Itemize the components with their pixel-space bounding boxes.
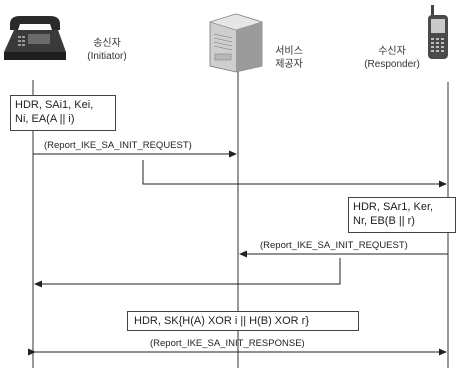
final-payload-box: HDR, SK{H(A) XOR i || H(B) XOR r} — [127, 311, 359, 331]
responder-label: 수신자 (Responder) — [352, 45, 432, 71]
responder-payload-line2: Nr, EB(B || r) — [353, 214, 451, 228]
initiator-label: 송신자 (Initiator) — [72, 37, 142, 63]
msg2-label: (Report_IKE_SA_INIT_REQUEST) — [260, 240, 408, 251]
initiator-payload-box: HDR, SAi1, Kei, Ni, EA(A || i) — [10, 95, 116, 131]
final-payload-text: HDR, SK{H(A) XOR i || H(B) XOR r} — [134, 315, 309, 327]
server-icon — [210, 14, 262, 72]
responder-name-en: (Responder) — [352, 58, 432, 71]
msg1-forward-arrow — [143, 160, 446, 184]
initiator-name-en: (Initiator) — [72, 50, 142, 63]
provider-name-line2: 제공자 — [264, 58, 314, 71]
responder-payload-box: HDR, SAr1, Ker, Nr, EB(B || r) — [348, 197, 456, 233]
msg3-label: (Report_IKE_SA_INIT_RESPONSE) — [150, 338, 305, 349]
msg2-forward-arrow — [35, 258, 340, 284]
initiator-name-ko: 송신자 — [72, 37, 142, 50]
provider-name-line1: 서비스 — [264, 45, 314, 58]
initiator-payload-line1: HDR, SAi1, Kei, — [15, 98, 111, 112]
msg1-label: (Report_IKE_SA_INIT_REQUEST) — [44, 140, 192, 151]
initiator-payload-line2: Ni, EA(A || i) — [15, 112, 111, 126]
desk-phone-icon — [4, 16, 66, 60]
provider-label: 서비스 제공자 — [264, 45, 314, 71]
responder-payload-line1: HDR, SAr1, Ker, — [353, 200, 451, 214]
responder-name-ko: 수신자 — [352, 45, 432, 58]
